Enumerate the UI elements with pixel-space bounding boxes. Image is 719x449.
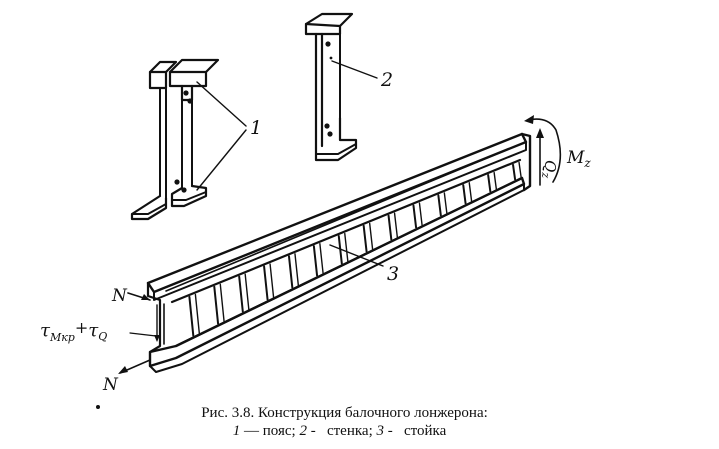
- stiffener-post-line: [244, 273, 250, 310]
- stiffener-post-line: [418, 202, 423, 226]
- label-shear-stress: τМкр+τQ: [40, 318, 107, 344]
- caption-legend: 1 — пояс; 2 - стенка; 3 - стойка: [0, 422, 719, 440]
- spar-beam-drawing: [146, 132, 532, 373]
- stiffener-post-line: [443, 192, 448, 214]
- load-arrows: [96, 115, 562, 409]
- wall-profile-drawing: [304, 12, 378, 162]
- stiffener-post-line: [512, 163, 517, 181]
- stiffener-post-line: [319, 243, 324, 274]
- caption-num-1: 1: [232, 423, 241, 439]
- caption-text-belt: — пояс;: [240, 423, 300, 439]
- label-wall-number: 2: [380, 69, 393, 91]
- label-moment-m: Mz: [566, 148, 591, 170]
- stiffener-post-line: [393, 212, 399, 238]
- stiffener-post-line: [263, 265, 269, 301]
- label-belt-number: 1: [250, 117, 262, 139]
- stiffener-post-line: [194, 293, 201, 334]
- stiffener-post-line: [387, 214, 393, 241]
- caption-num-2: 2: [299, 423, 307, 439]
- label-force-n-top: N: [111, 286, 128, 306]
- stiffener-post-line: [238, 275, 244, 313]
- stiffener-post-line: [213, 285, 220, 325]
- stiffener-post-line: [468, 182, 473, 202]
- caption-num-3: 3: [376, 423, 384, 439]
- stiffener-post-line: [487, 173, 492, 193]
- stiffener-post-line: [462, 184, 467, 205]
- stiffener-post-line: [518, 161, 522, 178]
- stiffener-post-line: [219, 283, 225, 322]
- stiffener-post-line: [412, 204, 418, 229]
- stiffener-post-line: [362, 224, 368, 253]
- caption-title: Рис. 3.8. Конструкция балочного лонжерон…: [201, 405, 488, 421]
- stiffener-post-line: [188, 295, 195, 337]
- caption-text-wall: - стенка;: [306, 423, 377, 439]
- diagram-labels: 1 2 3 N N Qz Mz τМкр+τQ: [40, 69, 591, 395]
- label-post-number: 3: [387, 263, 399, 285]
- stiffener-posts: [188, 161, 522, 337]
- stiffener-post-line: [312, 245, 319, 277]
- caption-text-post: - стойка: [383, 423, 447, 439]
- stiffener-post-line: [368, 222, 374, 250]
- stiffener-post-line: [269, 263, 275, 298]
- stiffener-post-line: [344, 232, 349, 262]
- label-force-n-bottom: N: [102, 375, 119, 395]
- figure-caption: Рис. 3.8. Конструкция балочного лонжерон…: [0, 404, 719, 440]
- stiffener-post-line: [493, 171, 498, 190]
- stiffener-post-line: [287, 255, 294, 289]
- stiffener-post-line: [294, 253, 300, 286]
- stiffener-post-line: [437, 194, 442, 217]
- label-shear-q: Qz: [539, 160, 559, 178]
- belt-profiles-drawing: [130, 58, 247, 221]
